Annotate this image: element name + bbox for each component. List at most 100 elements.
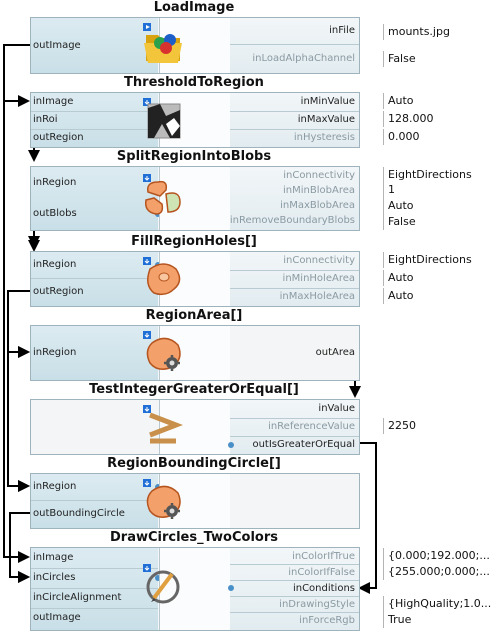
param-label[interactable]: inMaxHoleArea	[279, 291, 355, 302]
wire-circle-to-draw	[9, 512, 30, 583]
param-value[interactable]: EightDirections	[383, 252, 500, 268]
param-value[interactable]: Auto	[383, 93, 500, 109]
input-port-label[interactable]: inCircles	[33, 572, 76, 583]
node-loadimage[interactable]: outImage inFile inLoadAlphaChannel	[30, 17, 360, 74]
param-label[interactable]: inFile	[329, 25, 355, 36]
input-port-dot[interactable]	[228, 585, 234, 591]
wire-image-to-draw	[3, 101, 30, 563]
input-port-label[interactable]: inConditions	[292, 583, 355, 594]
inputs-panel: outImage	[31, 18, 158, 73]
output-port-label[interactable]: outImage	[33, 612, 81, 623]
param-value[interactable]: mounts.jpg	[383, 24, 500, 40]
node-splitregionintoblobs[interactable]: inRegion outBlobs inConnectivity inMinBl…	[30, 166, 360, 231]
param-label[interactable]: inMaxBlobArea	[280, 200, 355, 211]
input-port-label[interactable]: inValue	[318, 403, 355, 414]
param-label[interactable]: inHysteresis	[293, 132, 355, 143]
param-label[interactable]: inMinBlobArea	[283, 185, 355, 196]
input-port-label[interactable]: inImage	[33, 552, 74, 563]
params-panel: inValue inReferenceValue outIsGreaterOrE…	[228, 400, 359, 454]
param-value[interactable]: Auto	[383, 198, 500, 214]
params-panel: inConnectivity inMinHoleArea inMaxHoleAr…	[230, 252, 359, 306]
output-port-label[interactable]: outRegion	[33, 286, 84, 297]
node-drawcircles[interactable]: inImage inCircles inCircleAlignment outI…	[30, 547, 360, 631]
param-label[interactable]: inMaxValue	[297, 114, 355, 125]
output-port-dot[interactable]	[228, 442, 234, 448]
params-panel: inMinValue inMaxValue inHysteresis	[230, 93, 359, 147]
node-title-regionboundingcircle: RegionBoundingCircle[]	[107, 456, 281, 471]
output-port-label[interactable]: outBoundingCircle	[33, 508, 125, 519]
input-port-label[interactable]: inRegion	[33, 177, 77, 188]
threshold-image-icon	[140, 96, 186, 142]
input-port-dot[interactable]	[155, 575, 161, 581]
node-thresholdtoregion[interactable]: inImage inRoi outRegion inMinValue inMax…	[30, 92, 360, 148]
region-gear-icon	[140, 477, 186, 523]
param-label[interactable]: inConnectivity	[283, 170, 355, 181]
inputs-panel: inRegion outBlobs	[31, 167, 161, 230]
param-value[interactable]: False	[383, 214, 500, 230]
draw-circle-icon	[140, 562, 186, 608]
input-port-label[interactable]: inImage	[33, 96, 74, 107]
param-value[interactable]: EightDirections	[383, 167, 500, 183]
inputs-panel: inImage inCircles inCircleAlignment outI…	[31, 548, 161, 630]
params-panel: inConnectivity inMinBlobArea inMaxBlobAr…	[230, 167, 359, 230]
param-label[interactable]: inMinHoleArea	[282, 273, 355, 284]
node-title-thresholdtoregion: ThresholdToRegion	[124, 75, 264, 90]
wire-fill-to-area	[7, 290, 30, 358]
param-label[interactable]: inColorIfFalse	[288, 567, 355, 578]
param-value[interactable]: {HighQuality;1.0...	[383, 596, 500, 612]
input-port-label[interactable]: inRegion	[33, 347, 77, 358]
param-value[interactable]: 128.000	[383, 111, 500, 127]
param-label[interactable]: inReferenceValue	[268, 421, 355, 432]
input-port-label[interactable]: inRegion	[33, 481, 77, 492]
inputs-panel: inRegion outRegion	[31, 252, 161, 306]
node-regionarea[interactable]: inRegion outArea	[30, 325, 360, 381]
output-port-label[interactable]: outIsGreaterOrEqual	[252, 439, 355, 450]
node-testintegergreaterorequal[interactable]: inValue inReferenceValue outIsGreaterOrE…	[30, 399, 360, 455]
param-label[interactable]: inMinValue	[300, 96, 355, 107]
param-label[interactable]: inForceRgb	[299, 615, 355, 626]
param-label[interactable]: inRemoveBoundaryBlobs	[229, 215, 355, 226]
param-value[interactable]: Auto	[383, 270, 500, 286]
node-title-loadimage: LoadImage	[153, 0, 235, 15]
greater-or-equal-icon	[140, 403, 186, 449]
input-port-label[interactable]: inRoi	[33, 114, 58, 125]
input-port-label[interactable]: inRegion	[33, 259, 77, 270]
param-value[interactable]: Auto	[383, 288, 500, 304]
icon-panel	[159, 548, 231, 630]
param-label[interactable]: inDrawingStyle	[279, 599, 355, 610]
node-title-drawcircles: DrawCircles_TwoColors	[110, 530, 278, 545]
output-port-label[interactable]: outBlobs	[33, 208, 77, 219]
node-title-regionarea: RegionArea[]	[145, 308, 243, 323]
inputs-panel	[31, 400, 158, 454]
fill-holes-icon	[140, 255, 186, 301]
param-value[interactable]: 1	[383, 182, 500, 198]
node-regionboundingcircle[interactable]: inRegion outBoundingCircle	[30, 473, 360, 529]
inputs-panel: inRegion outBoundingCircle	[31, 474, 161, 528]
params-panel: inFile inLoadAlphaChannel	[230, 18, 359, 73]
output-port-label[interactable]: outArea	[315, 347, 355, 358]
params-panel: outArea	[230, 326, 359, 380]
param-value[interactable]: False	[383, 51, 500, 67]
output-port-label[interactable]: outRegion	[33, 132, 84, 143]
wire-fill-to-circle	[7, 352, 30, 492]
param-value[interactable]: 2250	[383, 418, 500, 434]
inputs-panel: inRegion	[31, 326, 161, 380]
split-blobs-icon	[140, 172, 186, 218]
node-title-fillregionholes: FillRegionHoles[]	[131, 234, 257, 249]
output-port-label[interactable]: outImage	[33, 40, 81, 51]
node-title-splitregionintoblobs: SplitRegionIntoBlobs	[116, 149, 272, 164]
param-label[interactable]: inConnectivity	[283, 255, 355, 266]
param-label[interactable]: inColorIfTrue	[292, 551, 355, 562]
param-value[interactable]: 0.000	[383, 129, 500, 145]
param-value[interactable]: {255.000;0.000;...	[383, 564, 500, 580]
node-fillregionholes[interactable]: inRegion outRegion inConnectivity inMinH…	[30, 251, 360, 307]
region-gear-icon	[140, 329, 186, 375]
node-title-testintegergreaterorequal: TestIntegerGreaterOrEqual[]	[89, 382, 299, 397]
param-value[interactable]: {0.000;192.000;...	[383, 548, 500, 564]
input-port-label[interactable]: inCircleAlignment	[33, 592, 122, 603]
param-label[interactable]: inLoadAlphaChannel	[252, 53, 355, 64]
param-value[interactable]: True	[383, 612, 500, 628]
inputs-panel: inImage inRoi outRegion	[31, 93, 158, 147]
params-panel	[230, 474, 359, 528]
